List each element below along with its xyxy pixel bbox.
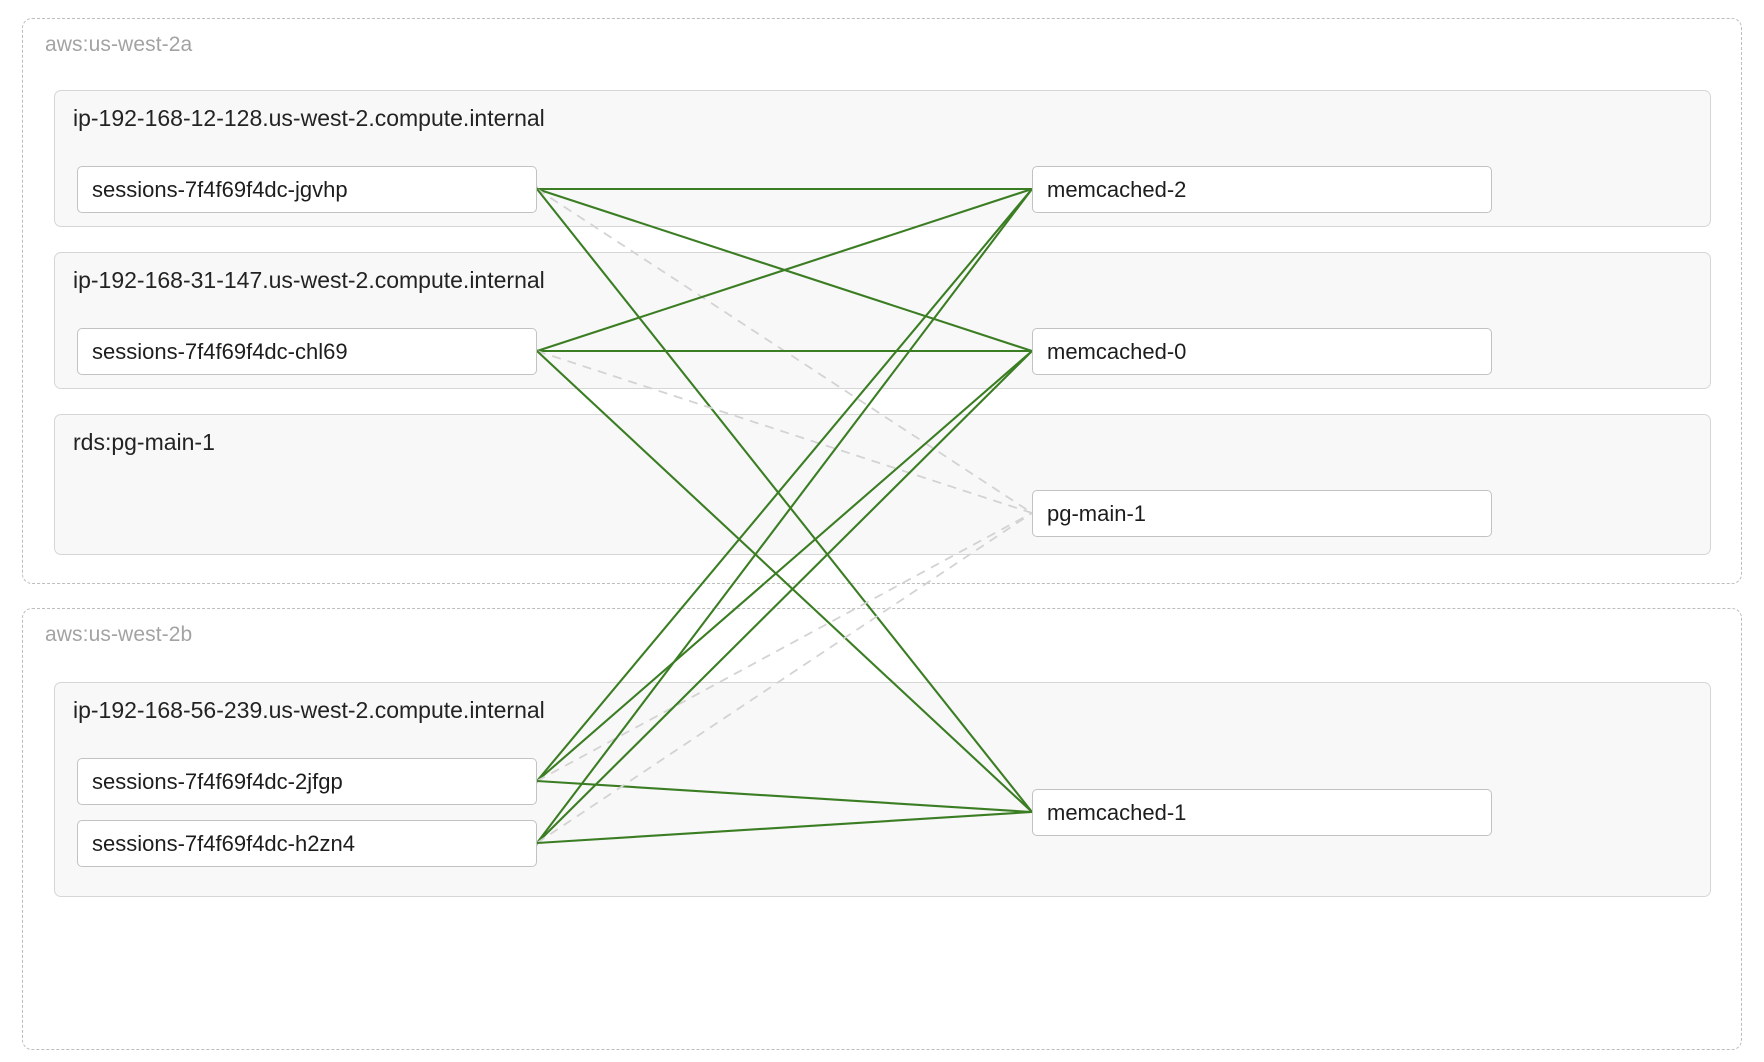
node-label: sessions-7f4f69f4dc-h2zn4 [92, 830, 355, 856]
node-pod-chl69[interactable]: sessions-7f4f69f4dc-chl69 [77, 328, 537, 375]
node-label: sessions-7f4f69f4dc-chl69 [92, 338, 348, 364]
node-label: sessions-7f4f69f4dc-jgvhp [92, 176, 348, 202]
node-pod-2jfgp[interactable]: sessions-7f4f69f4dc-2jfgp [77, 758, 537, 805]
host-group-label: ip-192-168-31-147.us-west-2.compute.inte… [73, 267, 545, 293]
node-svc-memcached-0[interactable]: memcached-0 [1032, 328, 1492, 375]
availability-zone-label: aws:us-west-2a [45, 33, 193, 56]
node-pod-jgvhp[interactable]: sessions-7f4f69f4dc-jgvhp [77, 166, 537, 213]
node-label: memcached-2 [1047, 176, 1187, 202]
host-group-label: ip-192-168-56-239.us-west-2.compute.inte… [73, 697, 545, 723]
node-svc-memcached-1[interactable]: memcached-1 [1032, 789, 1492, 836]
host-group-label: rds:pg-main-1 [73, 429, 215, 455]
node-svc-memcached-2[interactable]: memcached-2 [1032, 166, 1492, 213]
node-label: pg-main-1 [1047, 500, 1147, 526]
availability-zone-label: aws:us-west-2b [45, 623, 193, 646]
node-label: memcached-1 [1047, 799, 1187, 825]
node-label: memcached-0 [1047, 338, 1187, 364]
host-group-label: ip-192-168-12-128.us-west-2.compute.inte… [73, 105, 545, 131]
node-svc-pg-main-1[interactable]: pg-main-1 [1032, 490, 1492, 537]
node-pod-h2zn4[interactable]: sessions-7f4f69f4dc-h2zn4 [77, 820, 537, 867]
node-label: sessions-7f4f69f4dc-2jfgp [92, 768, 343, 794]
